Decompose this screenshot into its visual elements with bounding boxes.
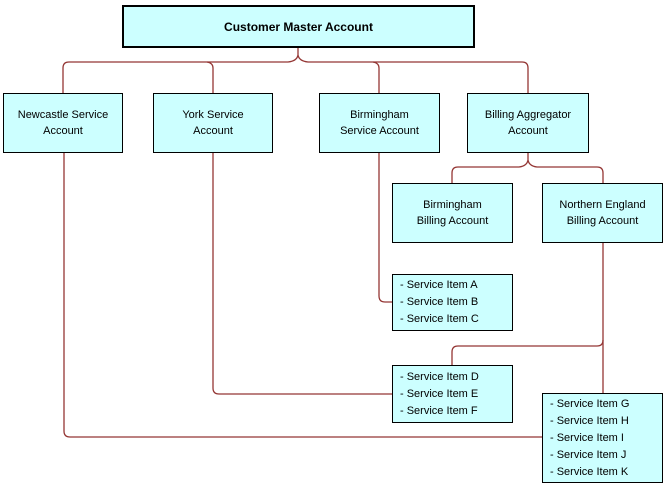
node-label: Customer Master Account bbox=[224, 19, 373, 34]
node-newcastle-service-account: Newcastle Service Account bbox=[3, 93, 123, 153]
edge-newcastle-to-items-ghijk bbox=[63, 153, 542, 438]
node-birmingham-billing-account: Birmingham Billing Account bbox=[392, 183, 513, 243]
node-label: Newcastle Service Account bbox=[17, 109, 109, 137]
edge-birmingham-service-to-items-abc bbox=[378, 153, 392, 303]
node-billing-aggregator-account: Billing Aggregator Account bbox=[467, 93, 589, 153]
node-service-items-abc: - Service Item A - Service Item B - Serv… bbox=[392, 274, 513, 331]
service-item: - Service Item E bbox=[400, 387, 479, 400]
service-item: - Service Item J bbox=[550, 448, 627, 461]
node-customer-master-account: Customer Master Account bbox=[122, 5, 475, 48]
edge-york-to-items-def bbox=[212, 153, 392, 395]
edge-master-to-york-drop bbox=[206, 61, 214, 93]
node-label: Billing Aggregator Account bbox=[484, 109, 572, 137]
edge-northern-england-to-items-def bbox=[451, 339, 604, 365]
edge-master-to-birmingham-drop bbox=[372, 61, 380, 93]
node-york-service-account: York Service Account bbox=[153, 93, 273, 153]
service-item: - Service Item C bbox=[400, 313, 479, 325]
edge-master-to-service-accounts bbox=[62, 48, 529, 93]
node-birmingham-service-account: Birmingham Service Account bbox=[319, 93, 440, 153]
service-item: - Service Item F bbox=[400, 404, 478, 417]
service-item: - Service Item D bbox=[400, 370, 479, 383]
node-label: York Service Account bbox=[182, 109, 244, 137]
service-item: - Service Item A bbox=[400, 279, 478, 291]
service-item: - Service Item B bbox=[400, 296, 479, 308]
service-item: - Service Item I bbox=[550, 431, 624, 444]
service-item: - Service Item G bbox=[550, 397, 630, 410]
edge-aggregator-to-billing-accounts bbox=[451, 153, 604, 183]
node-service-items-def: - Service Item D - Service Item E - Serv… bbox=[392, 365, 513, 423]
service-item: - Service Item H bbox=[550, 414, 629, 427]
node-service-items-ghijk: - Service Item G - Service Item H - Serv… bbox=[542, 393, 663, 483]
node-label: Northern England Billing Account bbox=[559, 199, 646, 227]
node-label: Birmingham Billing Account bbox=[416, 199, 489, 227]
service-item: - Service Item K bbox=[550, 465, 629, 478]
node-label: Birmingham Service Account bbox=[340, 109, 419, 137]
node-northern-england-billing-account: Northern England Billing Account bbox=[542, 183, 663, 243]
